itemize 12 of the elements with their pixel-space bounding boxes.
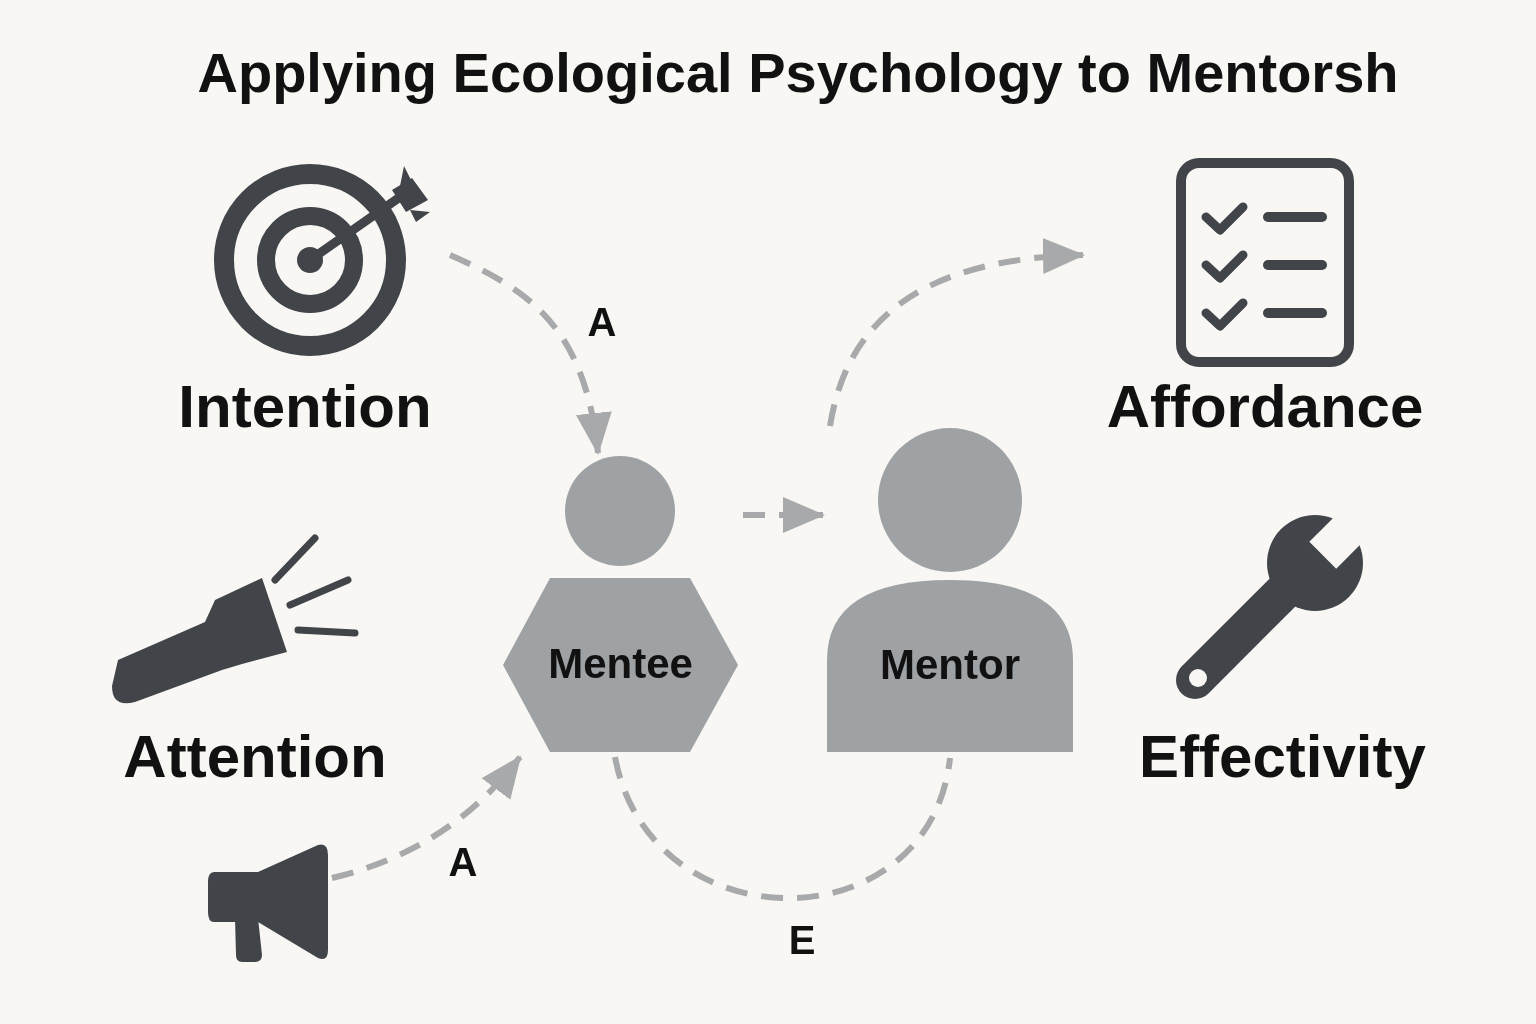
dashed-line — [612, 756, 953, 901]
node-label: Mentee — [547, 640, 694, 688]
node-label: Attention — [122, 722, 388, 791]
dashed-arrow — [448, 252, 611, 455]
diagram-title: Applying Ecological Psychology to Mentorsh — [196, 40, 1400, 105]
dashed-arrow — [331, 755, 523, 881]
dashed-arrow — [743, 497, 825, 533]
dashed-arrow — [827, 238, 1085, 427]
node-label: Affordance — [1105, 372, 1425, 441]
node-label: Mentor — [879, 641, 1021, 689]
node-label: Intention — [177, 372, 433, 441]
node-label: Effectivity — [1138, 722, 1427, 791]
